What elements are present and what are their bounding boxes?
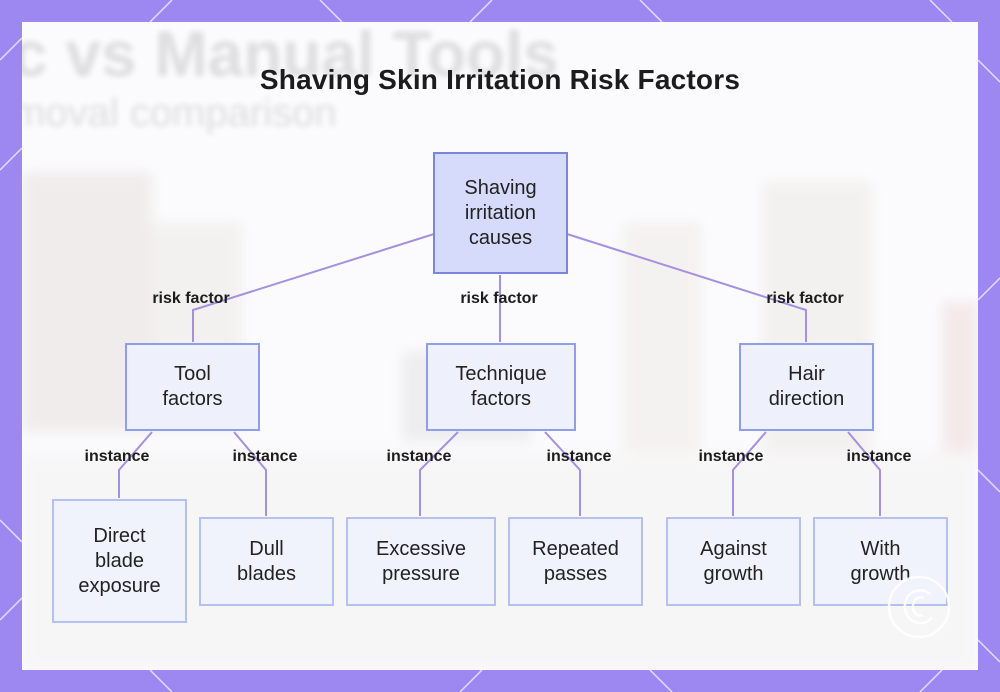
edge-label-instance-direct: instance xyxy=(84,448,150,465)
edge-label-instance-with: instance xyxy=(846,448,912,465)
diagram-title: Shaving Skin Irritation Risk Factors xyxy=(259,64,741,95)
edge-root-tool xyxy=(192,233,435,342)
edge-label-instance-passes: instance xyxy=(546,448,612,465)
edge-hair-with xyxy=(847,431,881,516)
edge-technique-pressure xyxy=(419,431,459,516)
edge-label-risk-hair: risk factor xyxy=(766,290,844,307)
copyright-seal-icon xyxy=(887,575,951,639)
edge-label-instance-pressure: instance xyxy=(386,448,452,465)
edge-tool-direct xyxy=(118,431,153,498)
edge-label-risk-technique: risk factor xyxy=(460,290,538,307)
edge-technique-passes xyxy=(544,431,581,516)
edge-label-instance-dull: instance xyxy=(232,448,298,465)
edge-tool-dull xyxy=(233,431,267,516)
background-heading: c vs Manual Tools xyxy=(22,22,559,90)
edge-label-risk-tool: risk factor xyxy=(152,290,230,307)
edge-root-hair xyxy=(566,233,807,342)
edge-label-instance-against: instance xyxy=(698,448,764,465)
edge-hair-against xyxy=(732,431,767,516)
background-subheading: moval comparison xyxy=(22,91,337,135)
